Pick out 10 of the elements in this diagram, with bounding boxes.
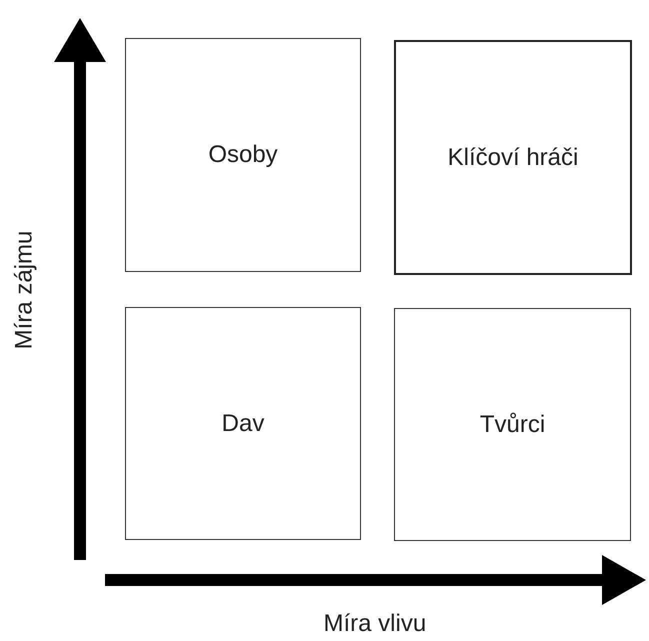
- quadrant-label: Klíčoví hráči: [448, 144, 578, 172]
- quadrant-label: Osoby: [208, 141, 278, 169]
- quadrant-box: [394, 308, 631, 541]
- quadrant-label: Tvůrci: [480, 410, 546, 438]
- quadrant-box: [125, 38, 361, 272]
- quadrant-box: [125, 307, 361, 540]
- quadrant-box: [394, 40, 632, 275]
- axis-label: Míra vlivu: [324, 610, 426, 638]
- quadrant-label: Dav: [222, 410, 264, 438]
- axis-label: Míra zájmu: [10, 230, 38, 350]
